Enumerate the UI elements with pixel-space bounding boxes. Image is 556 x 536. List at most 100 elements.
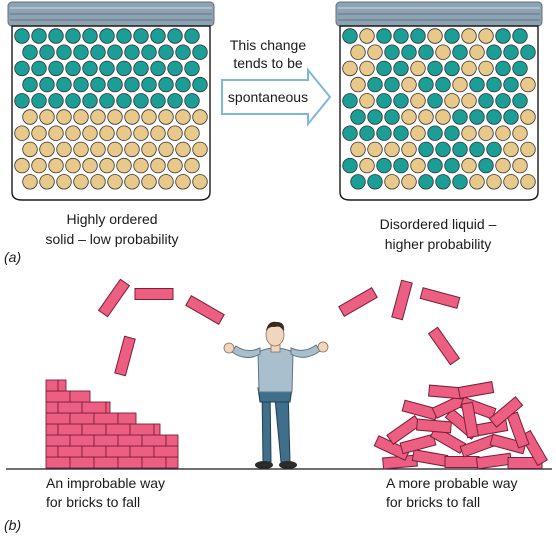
- particle: [452, 109, 468, 125]
- particle: [31, 125, 47, 141]
- particle: [82, 60, 98, 77]
- particle: [427, 60, 443, 77]
- particle: [175, 76, 191, 93]
- particle: [175, 141, 191, 158]
- particle: [56, 44, 72, 60]
- particle: [14, 93, 30, 109]
- brick: [57, 445, 83, 458]
- particle: [495, 125, 511, 141]
- particle: [158, 76, 174, 93]
- particle: [31, 157, 47, 174]
- particle: [444, 93, 460, 109]
- particle: [133, 60, 149, 77]
- particle: [384, 76, 400, 93]
- particle: [461, 60, 477, 77]
- disordered-jar: [335, 1, 543, 201]
- particle: [99, 93, 115, 109]
- particle: [90, 141, 106, 158]
- brick: [45, 412, 71, 425]
- particle: [478, 28, 494, 44]
- particle: [359, 93, 375, 109]
- particle: [401, 76, 417, 93]
- particle: [39, 109, 55, 125]
- particle: [469, 76, 485, 93]
- particle: [435, 141, 451, 158]
- particle: [124, 76, 140, 93]
- brick: [93, 456, 119, 469]
- particle: [367, 109, 383, 125]
- particle: [410, 28, 426, 44]
- particle: [359, 157, 375, 174]
- particle: [65, 60, 81, 77]
- particle: [384, 109, 400, 125]
- brick: [105, 401, 111, 414]
- particle: [56, 109, 72, 125]
- particle: [73, 44, 89, 60]
- particle: [452, 44, 468, 60]
- brick: [416, 418, 452, 434]
- particle: [141, 141, 157, 158]
- particle: [124, 44, 140, 60]
- brick: [81, 423, 107, 436]
- particle: [427, 157, 443, 174]
- particle: [486, 44, 502, 60]
- brick: [81, 401, 107, 414]
- particle: [73, 174, 89, 190]
- ordered-caption-line2: solid – low probability: [45, 231, 178, 247]
- brick: [488, 396, 524, 428]
- particle: [133, 93, 149, 109]
- particle: [158, 174, 174, 190]
- brick: [97, 278, 131, 318]
- particle: [31, 28, 47, 44]
- particle: [342, 125, 358, 141]
- panel-b-label: (b): [4, 517, 21, 533]
- brick: [399, 433, 437, 455]
- stacked-brick-wall: [45, 379, 179, 469]
- particle: [512, 93, 528, 109]
- brick: [459, 434, 497, 458]
- jar-right-particles: [342, 28, 536, 190]
- brick: [134, 288, 174, 300]
- particle: [192, 141, 208, 158]
- brick: [45, 379, 59, 392]
- particle: [167, 28, 183, 44]
- particle: [141, 76, 157, 93]
- particle: [184, 125, 200, 141]
- particle: [452, 174, 468, 190]
- ordered-jar: [7, 1, 215, 201]
- improbable-caption-line2: for bricks to fall: [46, 494, 140, 510]
- particle: [512, 157, 528, 174]
- particle: [520, 141, 536, 158]
- particle: [184, 93, 200, 109]
- particle: [14, 125, 30, 141]
- particle: [90, 109, 106, 125]
- particle: [410, 125, 426, 141]
- particle: [367, 44, 383, 60]
- brick: [489, 433, 527, 455]
- particle: [469, 174, 485, 190]
- brick: [475, 452, 513, 470]
- particle: [478, 93, 494, 109]
- particle: [350, 141, 366, 158]
- particle: [401, 109, 417, 125]
- particle: [133, 125, 149, 141]
- particle: [150, 125, 166, 141]
- brick: [391, 279, 413, 321]
- particle: [350, 76, 366, 93]
- particle: [461, 157, 477, 174]
- particle: [116, 60, 132, 77]
- particle: [427, 93, 443, 109]
- particle: [82, 28, 98, 44]
- particle: [133, 28, 149, 44]
- particle: [22, 76, 38, 93]
- particle: [435, 174, 451, 190]
- particle: [393, 28, 409, 44]
- particle: [22, 44, 38, 60]
- particle: [359, 60, 375, 77]
- particle: [90, 174, 106, 190]
- particle: [376, 125, 392, 141]
- particle: [82, 157, 98, 174]
- particle: [116, 28, 132, 44]
- particle: [486, 174, 502, 190]
